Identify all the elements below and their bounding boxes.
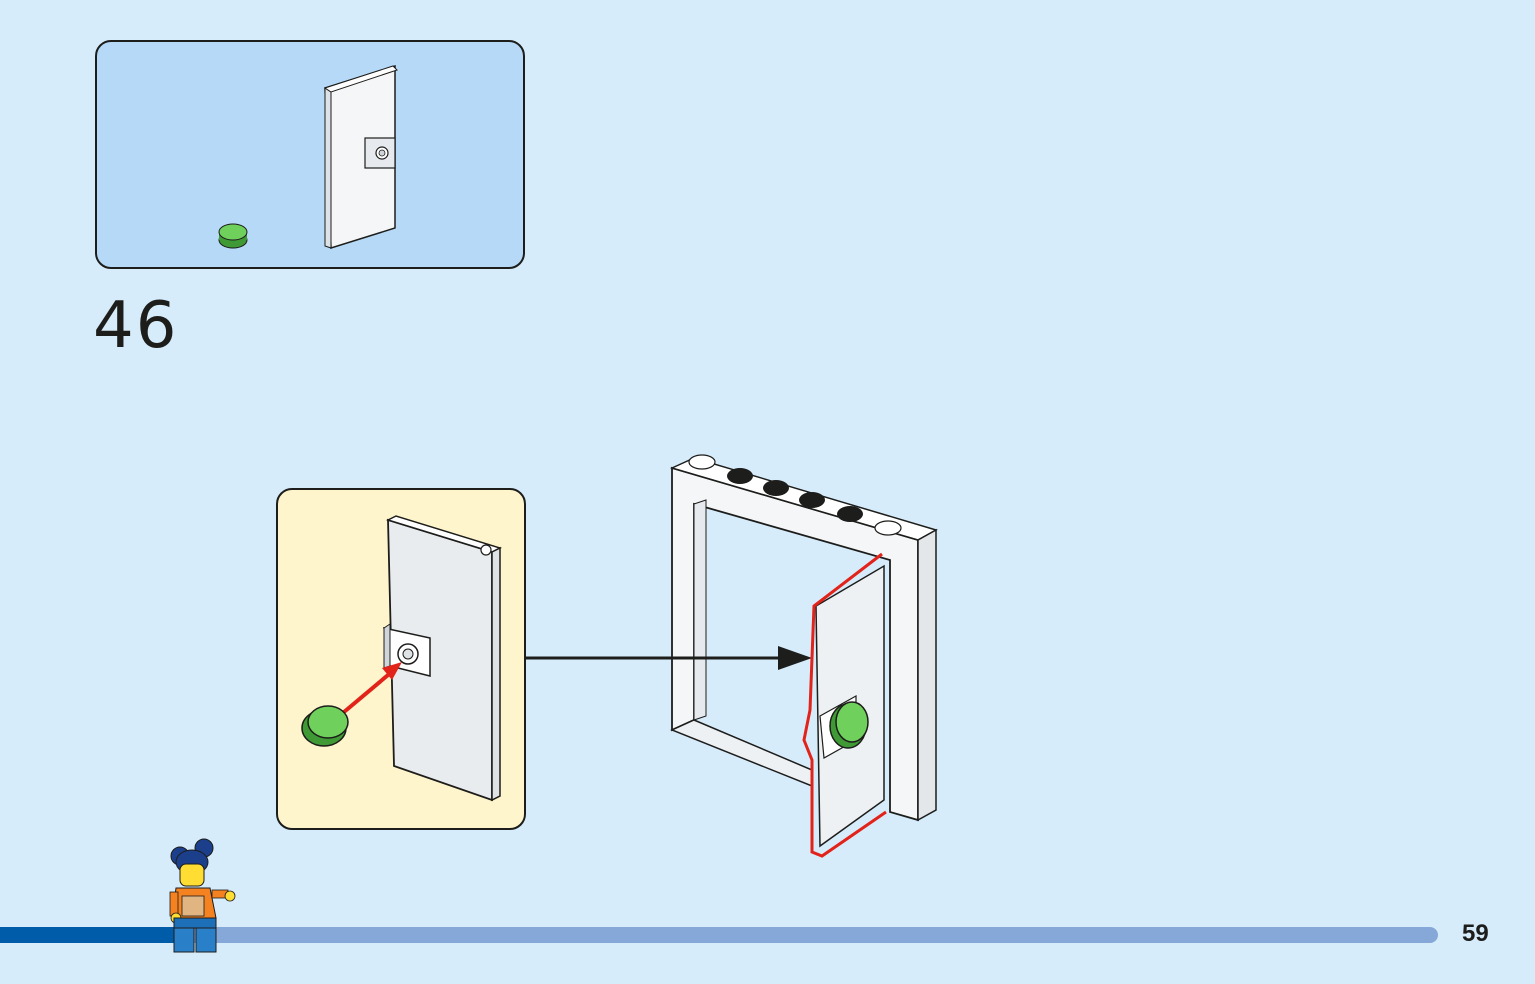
green-round-tile-icon <box>301 705 349 747</box>
page-number: 59 <box>1462 920 1489 947</box>
arrow-icon <box>342 662 402 714</box>
door-panel-icon <box>802 552 887 858</box>
callout-box <box>276 488 526 830</box>
door-frame-icon <box>669 454 938 822</box>
arrow-icon <box>526 646 812 670</box>
callout-illustration <box>301 515 503 802</box>
door-panel-icon <box>383 515 503 802</box>
green-round-tile-icon <box>218 223 248 249</box>
frame-studs <box>688 454 902 536</box>
parts-list-box <box>95 40 525 269</box>
parts-list-illustration <box>218 64 398 250</box>
door-panel-icon <box>323 64 398 250</box>
step-number: 46 <box>93 289 179 363</box>
green-round-tile-icon <box>829 701 869 749</box>
minifigure-icon <box>169 838 236 953</box>
